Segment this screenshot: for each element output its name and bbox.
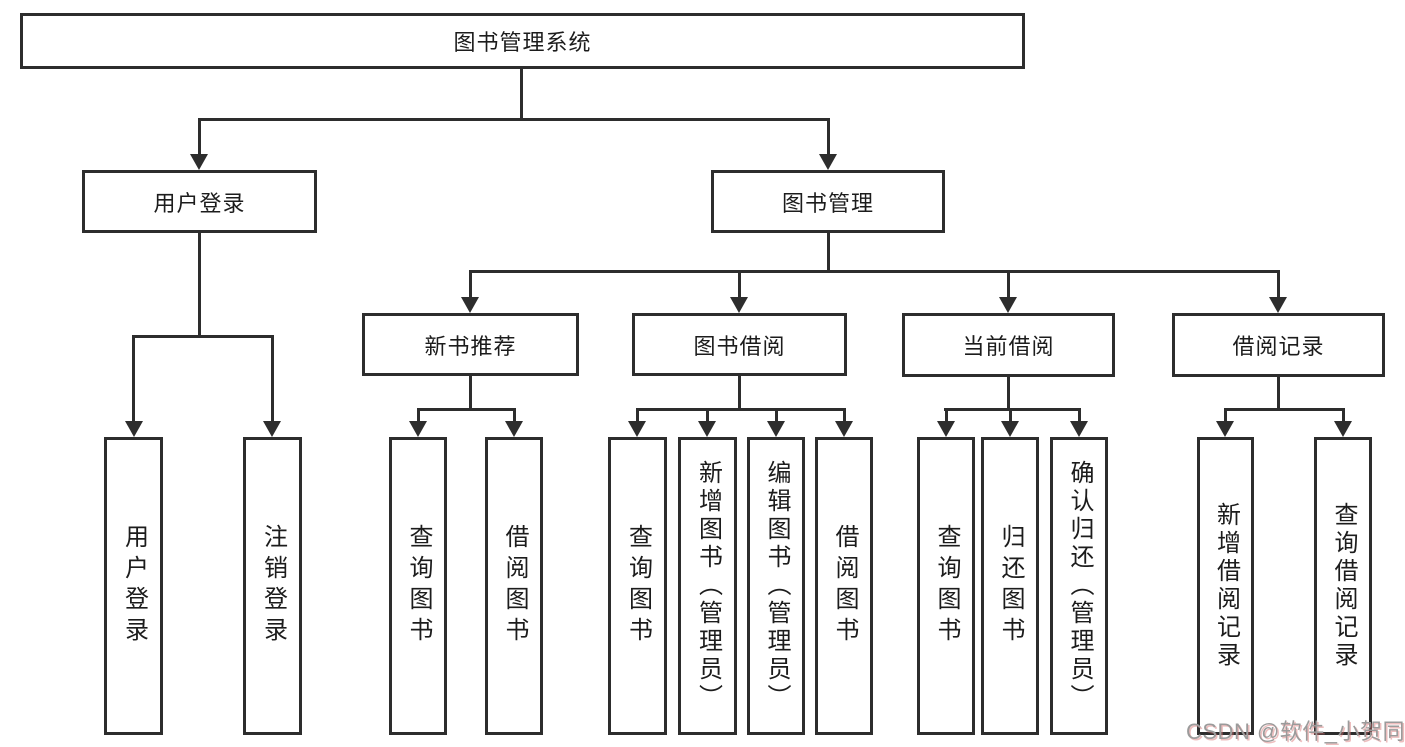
arrow-down-icon [1216, 421, 1234, 437]
arrow-down-icon [263, 421, 281, 437]
connector-drop-ul-logout [271, 335, 274, 423]
connector-drop-br-add [1224, 408, 1227, 423]
node-ul-user-login: 用户登录 [104, 437, 163, 735]
arrow-down-icon [730, 297, 748, 313]
arrow-down-icon [1334, 421, 1352, 437]
connector-drop-borrow-records [1277, 270, 1280, 299]
connector-borrow-records-bar [1224, 408, 1345, 411]
node-cb-return-books: 归还图书 [981, 437, 1039, 735]
arrow-down-icon [819, 154, 837, 170]
arrow-down-icon [628, 421, 646, 437]
arrow-down-icon [1070, 421, 1088, 437]
connector-drop-cb-return [1009, 408, 1012, 423]
arrow-down-icon [835, 421, 853, 437]
connector-level2-bar [198, 118, 830, 121]
node-borrow-records: 借阅记录 [1172, 313, 1385, 377]
connector-user-login-stem [198, 233, 201, 337]
arrow-down-icon [505, 421, 523, 437]
connector-drop-book-borrow [738, 270, 741, 299]
arrow-down-icon [767, 421, 785, 437]
node-book-mgmt: 图书管理 [711, 170, 945, 233]
connector-drop-nbr-query [417, 408, 420, 423]
arrow-down-icon [409, 421, 427, 437]
node-new-book-rec: 新书推荐 [362, 313, 579, 376]
connector-book-mgmt-stem [827, 233, 830, 273]
node-bb-edit-books-admin: 编辑图书（管理员） [747, 437, 805, 735]
node-bb-query-books: 查询图书 [608, 437, 667, 735]
connector-drop-cb-query [945, 408, 948, 423]
csdn-watermark: CSDN @软件_小贺同学 [1186, 719, 1405, 744]
connector-drop-bb-borrow [843, 408, 846, 423]
connector-drop-ul-user-login [132, 335, 135, 423]
connector-drop-book-mgmt [827, 118, 830, 156]
node-cb-confirm-return-admin: 确认归还（管理员） [1050, 437, 1108, 735]
node-br-add-record: 新增借阅记录 [1197, 437, 1254, 735]
connector-current-borrow-stem [1007, 377, 1010, 411]
connector-user-login-bar [132, 335, 274, 338]
node-user-login: 用户登录 [82, 170, 317, 233]
node-nbr-query-books: 查询图书 [389, 437, 447, 735]
node-br-query-record: 查询借阅记录 [1314, 437, 1372, 735]
connector-book-borrow-bar [636, 408, 846, 411]
node-bb-borrow-books: 借阅图书 [815, 437, 873, 735]
connector-drop-br-query [1342, 408, 1345, 423]
connector-drop-nbr-borrow [513, 408, 516, 423]
arrow-down-icon [1269, 297, 1287, 313]
connector-drop-new-book-rec [469, 270, 472, 299]
connector-drop-bb-edit [775, 408, 778, 423]
arrow-down-icon [698, 421, 716, 437]
arrow-down-icon [1001, 421, 1019, 437]
connector-book-borrow-stem [738, 376, 741, 411]
connector-drop-current-borrow [1007, 270, 1010, 299]
arrow-down-icon [937, 421, 955, 437]
connector-borrow-records-stem [1277, 377, 1280, 411]
arrow-down-icon [125, 421, 143, 437]
node-book-borrow: 图书借阅 [632, 313, 847, 376]
connector-level3-bar [469, 270, 1280, 273]
connector-new-book-rec-bar [417, 408, 516, 411]
node-ul-logout: 注销登录 [243, 437, 302, 735]
connector-drop-bb-query [636, 408, 639, 423]
connector-drop-cb-confirm [1078, 408, 1081, 423]
arrow-down-icon [999, 297, 1017, 313]
connector-drop-user-login [198, 118, 201, 156]
node-cb-query-books: 查询图书 [917, 437, 975, 735]
node-root: 图书管理系统 [20, 13, 1025, 69]
arrow-down-icon [461, 297, 479, 313]
arrow-down-icon [190, 154, 208, 170]
node-current-borrow: 当前借阅 [902, 313, 1115, 377]
connector-root-stem [520, 69, 523, 118]
connector-drop-bb-add [706, 408, 709, 423]
connector-current-borrow-bar [944, 408, 1081, 411]
node-nbr-borrow-books: 借阅图书 [485, 437, 543, 735]
node-bb-add-books-admin: 新增图书（管理员） [678, 437, 737, 735]
connector-new-book-rec-stem [469, 376, 472, 411]
